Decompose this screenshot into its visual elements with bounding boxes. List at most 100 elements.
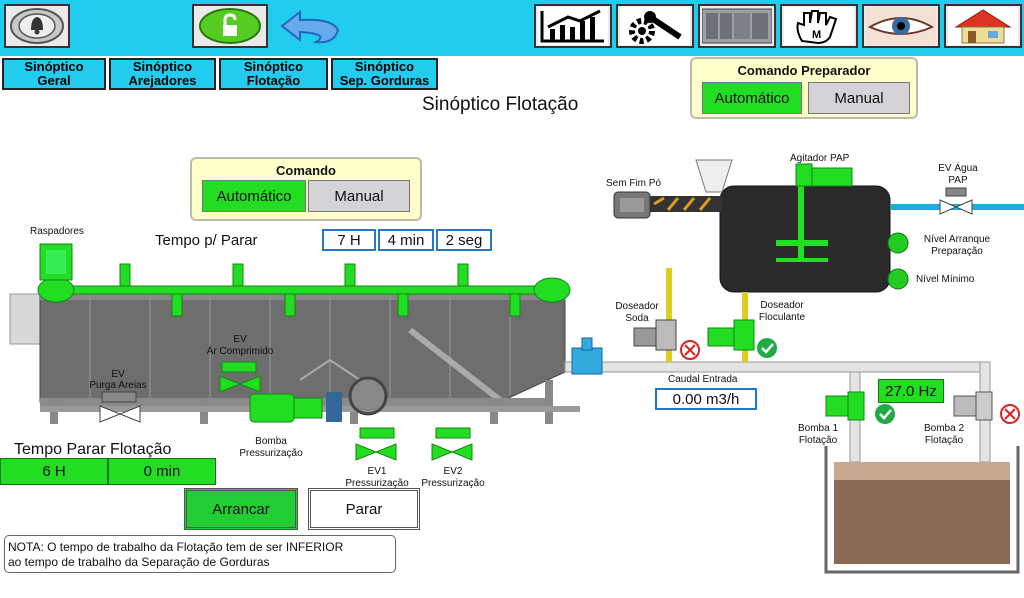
- inlet-valve: [571, 337, 603, 375]
- pressurization-tank: [348, 376, 388, 416]
- soda-fault-icon: [680, 340, 700, 360]
- doseador-soda-pump: [633, 319, 677, 351]
- caudal-value: 0.00 m3/h: [655, 388, 757, 410]
- ev-ar-label-1: EV: [233, 334, 247, 345]
- back-button[interactable]: [276, 4, 346, 48]
- bomba2-label-2: Flotação: [924, 435, 964, 446]
- ev-ar-label-2: Ár Comprimido: [206, 346, 274, 357]
- ev1-label-2: Pressurização: [345, 478, 409, 489]
- back-arrow-icon: [280, 9, 340, 44]
- nivel-minimo-indicator: [887, 268, 909, 290]
- doseador-soda-label-1: Doseador: [615, 301, 659, 312]
- comando-preparador-title: Comando Preparador: [737, 63, 871, 78]
- trends-button[interactable]: [534, 4, 612, 48]
- tab-label-line2: Arejadores: [128, 73, 197, 88]
- nivel-arranque-label-1: Nível Arranque: [923, 234, 991, 245]
- unlock-icon: [199, 8, 261, 44]
- tab-label-line2: Sep. Gorduras: [339, 73, 430, 88]
- agitador-motor: [795, 163, 853, 187]
- tempo-parar-flotacao-minutes[interactable]: 0 min: [108, 458, 216, 485]
- ev-ar-comprimido-valve: [219, 361, 261, 393]
- settings-button[interactable]: [616, 4, 694, 48]
- agitador-label: Agitador PAP: [790, 153, 850, 164]
- powder-hopper: [695, 159, 733, 193]
- preparador-auto-button[interactable]: Automático: [702, 82, 802, 114]
- page-title: Sinóptico Flotação: [422, 94, 579, 115]
- ev-agua-valve: [939, 187, 973, 215]
- tab-sinoptico-sep-gorduras[interactable]: Sinóptico Sep. Gorduras: [331, 58, 438, 90]
- home-icon: [948, 7, 1018, 45]
- bomba2-label-1: Bomba 2: [923, 423, 965, 434]
- comando-preparador-panel: Comando Preparador Automático Manual: [690, 57, 918, 119]
- freq-value[interactable]: 27.0 Hz: [878, 379, 944, 403]
- doseador-floculante-pump: [707, 319, 755, 351]
- tab-label-line1: Sinóptico: [132, 59, 193, 74]
- note-line-1: NOTA: O tempo de trabalho da Flotação te…: [8, 540, 344, 554]
- view-button[interactable]: [862, 4, 940, 48]
- bomba-pressurizacao: [249, 392, 342, 423]
- note-box: NOTA: O tempo de trabalho da Flotação te…: [4, 535, 396, 573]
- ev-agua-label-1: EV Água: [938, 163, 978, 174]
- alarm-button[interactable]: [4, 4, 70, 48]
- doseador-floc-label-2: Floculante: [758, 312, 806, 323]
- tempo-parar-flotacao-hours[interactable]: 6 H: [0, 458, 108, 485]
- doseador-floc-label-1: Doseador: [760, 300, 804, 311]
- parar-button[interactable]: Parar: [308, 488, 420, 530]
- home-button[interactable]: [944, 4, 1022, 48]
- ev-purga-label-2: Purga Areias: [89, 380, 147, 391]
- comando-title: Comando: [276, 163, 336, 178]
- tab-label-line1: Sinóptico: [24, 59, 84, 74]
- raspador-wheel-right: [533, 277, 571, 303]
- tempo-parar-label: Tempo p/ Parar: [155, 232, 258, 249]
- tank-side-panel: [9, 293, 43, 345]
- ev1-valve: [355, 427, 397, 461]
- lock-button[interactable]: [192, 4, 268, 48]
- tab-label-line1: Sinóptico: [354, 59, 415, 74]
- comando-auto-button[interactable]: Automático: [202, 180, 306, 212]
- comando-manual-button[interactable]: Manual: [308, 180, 410, 212]
- eye-icon: [866, 7, 936, 45]
- tab-sinoptico-geral[interactable]: Sinóptico Geral: [2, 58, 106, 90]
- bomba1-label-2: Flotação: [798, 435, 838, 446]
- raspadores-label: Raspadores: [30, 226, 84, 237]
- note-line-2: ao tempo de trabalho da Separação de Gor…: [8, 555, 270, 569]
- sem-fim-label: Sem Fim Pó: [606, 178, 662, 189]
- bomba-press-label-1: Bomba: [255, 436, 287, 447]
- tempo-parar-minutes[interactable]: 4 min: [378, 229, 434, 251]
- ev2-valve: [431, 427, 473, 461]
- arrancar-button[interactable]: Arrancar: [184, 488, 298, 530]
- ev-purga-areias-valve: [99, 391, 141, 423]
- chart-icon: [538, 7, 608, 45]
- plc-rack-icon: [702, 8, 772, 44]
- wrench-gear-icon: [620, 7, 690, 45]
- raspador-wheel-left: [37, 277, 75, 303]
- ev1-label-1: EV1: [367, 466, 387, 477]
- preparation-tank: [719, 185, 891, 293]
- tab-label-line1: Sinóptico: [243, 59, 304, 74]
- tab-label-line2: Geral: [37, 73, 71, 88]
- caudal-label: Caudal Entrada: [668, 374, 738, 385]
- ev-purga-label-1: EV: [111, 369, 125, 380]
- ev-agua-label-2: PAP: [948, 175, 968, 186]
- nivel-arranque-indicator: [887, 232, 909, 254]
- bomba2-fault-icon: [1000, 404, 1020, 424]
- doseador-soda-label-2: Soda: [625, 313, 649, 324]
- hand-m-icon: M: [784, 7, 854, 45]
- manual-button[interactable]: M: [780, 4, 858, 48]
- bomba-press-label-2: Pressurização: [239, 448, 303, 459]
- tab-label-line2: Flotação: [246, 73, 301, 88]
- ev2-label-2: Pressurização: [421, 478, 485, 489]
- bomba1-flotacao: [825, 391, 865, 421]
- nivel-minimo-label: Nível Mínimo: [916, 274, 975, 285]
- sem-fim-motor: [613, 191, 651, 219]
- tempo-parar-hours[interactable]: 7 H: [322, 229, 376, 251]
- plc-button[interactable]: [698, 4, 776, 48]
- comando-panel: Comando Automático Manual: [190, 157, 422, 221]
- nivel-arranque-label-2: Preparação: [931, 246, 983, 257]
- tab-sinoptico-flotacao[interactable]: Sinóptico Flotação: [219, 58, 328, 90]
- preparador-manual-button[interactable]: Manual: [808, 82, 910, 114]
- bomba1-label-1: Bomba 1: [797, 423, 839, 434]
- tab-sinoptico-arejadores[interactable]: Sinóptico Arejadores: [109, 58, 216, 90]
- tempo-parar-seconds[interactable]: 2 seg: [436, 229, 492, 251]
- bomba2-flotacao: [953, 391, 993, 421]
